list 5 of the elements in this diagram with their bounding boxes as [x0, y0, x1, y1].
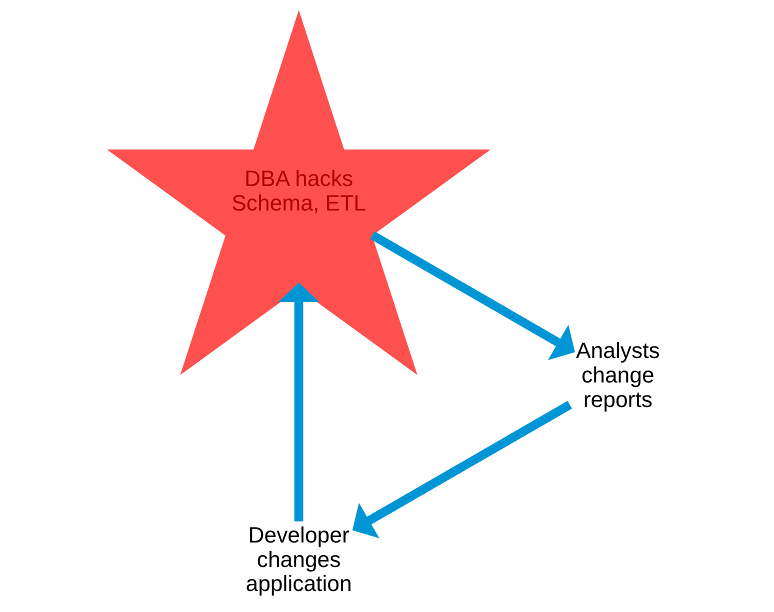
arrow	[370, 231, 576, 360]
node-text: Analysts change reports	[576, 338, 660, 412]
arrow	[278, 282, 320, 522]
arrow	[352, 400, 572, 538]
node-text: Developer changes application	[246, 522, 352, 596]
